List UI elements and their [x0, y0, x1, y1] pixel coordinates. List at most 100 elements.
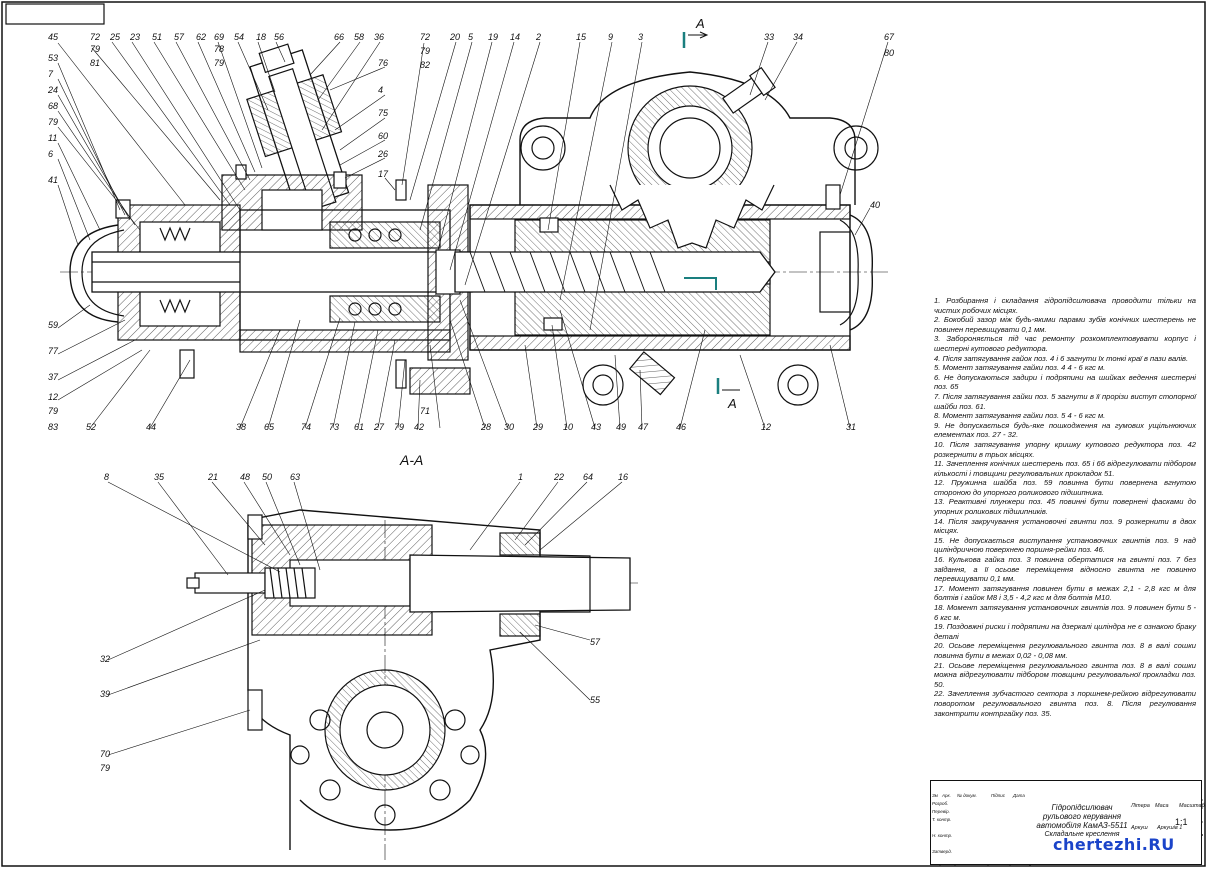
note: 2. Бокобий зазор між будь-якими парами з… [934, 315, 1196, 334]
tb-row-label: Підпис [991, 793, 1005, 798]
tb-row-label: Розроб. [932, 801, 949, 806]
drawing-subtitle: Складальне креслення [1044, 831, 1120, 838]
callout: 79 [48, 406, 58, 416]
callout: 23 [129, 32, 140, 42]
callout: 67 [884, 32, 895, 42]
watermark-logo[interactable]: chertezhi.RU [1053, 835, 1175, 854]
callout: 72 [420, 32, 430, 42]
callout: 51 [152, 32, 162, 42]
callout: 8 [104, 472, 109, 482]
callout: 14 [510, 32, 520, 42]
note: 22. Зачеплення зубчастого сектора з порш… [934, 689, 1196, 718]
callout: 34 [793, 32, 803, 42]
callout: 79 [90, 44, 100, 54]
callout: 52 [86, 422, 96, 432]
callout: 9 [608, 32, 613, 42]
callout: 16 [618, 472, 628, 482]
technical-requirements: 1. Розбирання і складання гідропідсилюва… [934, 296, 1196, 718]
callout: 75 [378, 108, 389, 118]
callout: 35 [154, 472, 165, 482]
note: 12. Пружинна шайба поз. 59 повинна бути … [934, 478, 1196, 497]
callout: 60 [378, 131, 388, 141]
leader-lines [57, 41, 889, 756]
note: 1. Розбирання і складання гідропідсилюва… [934, 296, 1196, 315]
callout: 7 [48, 69, 54, 79]
note: 15. Не допускається виступання установоч… [934, 535, 1196, 555]
callout: 29 [532, 422, 543, 432]
note: 13. Реактивні плунжери поз. 45 повинні б… [934, 497, 1196, 517]
tb-row-label: Арк. [942, 793, 951, 798]
callout: 33 [764, 32, 774, 42]
note: 20. Осьове переміщення регулювального гв… [934, 641, 1196, 660]
callout: 45 [48, 32, 59, 42]
callout: 81 [90, 58, 100, 68]
note: 5. Момент затягування гайки поз. 4 4 - 6… [934, 363, 1106, 373]
callout: 65 [264, 422, 275, 432]
callout: 28 [480, 422, 491, 432]
callout: 79 [394, 422, 404, 432]
callout: 18 [256, 32, 266, 42]
callout: 1 [518, 472, 523, 482]
callout: 41 [48, 175, 58, 185]
callout: 72 [90, 32, 100, 42]
callout: 17 [378, 169, 389, 179]
callout: 74 [301, 422, 311, 432]
drawing-title: Гідропідсилювач рульового керування авто… [1036, 803, 1128, 830]
callout: 69 [214, 32, 224, 42]
callout: 44 [146, 422, 156, 432]
callout: 20 [449, 32, 460, 42]
tb-sheets-label: Аркушів 1 [1157, 825, 1183, 831]
section-title: А-А [400, 452, 424, 468]
callout-labels: 45 79 81 72 25 23 51 57 62 69 78 79 54 1… [47, 32, 895, 773]
callout: 63 [290, 472, 300, 482]
note: 16. Кулькова гайка поз. 3 повинна оберта… [934, 555, 1196, 584]
callout: 40 [870, 200, 880, 210]
callout: 53 [48, 53, 58, 63]
tb-row-label: Зм [932, 793, 938, 798]
callout: 77 [48, 346, 59, 356]
note: 9. Не допускається будь-яке пошкодження … [934, 420, 1196, 440]
tb-row-label: № докум. [957, 793, 977, 798]
callout: 58 [354, 32, 364, 42]
note: 18. Момент затягування установочних гвин… [934, 603, 1196, 622]
section-mark-top [682, 31, 740, 394]
note: 7. Після затягування гайки поз. 5 загнут… [934, 391, 1196, 411]
callout: 49 [616, 422, 626, 432]
callout: 79 [100, 763, 110, 773]
callout: 79 [48, 117, 58, 127]
callout: 19 [488, 32, 498, 42]
callout: 56 [274, 32, 284, 42]
note: 17. Момент затягування повинен бути в ме… [934, 583, 1196, 603]
callout: 71 [420, 406, 430, 416]
callout: 36 [374, 32, 384, 42]
section-mark-label: А [695, 16, 705, 31]
note: 8. Момент затягування гайки поз. 5 4 - 6… [934, 411, 1106, 421]
callout: 68 [48, 101, 58, 111]
callout: 37 [48, 372, 59, 382]
callout: 26 [377, 149, 388, 159]
note: 14. Після закручування установочні гвинт… [934, 516, 1196, 536]
callout: 27 [373, 422, 385, 432]
tb-row-label: Т. контр. [932, 817, 952, 822]
callout: 83 [48, 422, 58, 432]
callout: 80 [884, 48, 894, 58]
tb-sheet-label: Аркуш [1131, 825, 1148, 831]
callout: 62 [196, 32, 206, 42]
callout: 12 [48, 392, 58, 402]
tb-row-label: Перевір. [932, 809, 950, 814]
callout: 30 [504, 422, 514, 432]
callout: 73 [329, 422, 339, 432]
callout: 54 [234, 32, 244, 42]
callout: 4 [378, 85, 383, 95]
callout: 31 [846, 422, 856, 432]
callout: 12 [761, 422, 771, 432]
note: 19. Поздовжні риски і подряпини на дзерк… [934, 622, 1196, 641]
callout: 32 [100, 654, 110, 664]
section-cut-line [684, 277, 717, 290]
callout: 46 [676, 422, 686, 432]
tb-column-label: Масштаб [1179, 803, 1205, 809]
corner-stamp [5, 3, 105, 25]
callout: 57 [174, 32, 185, 42]
